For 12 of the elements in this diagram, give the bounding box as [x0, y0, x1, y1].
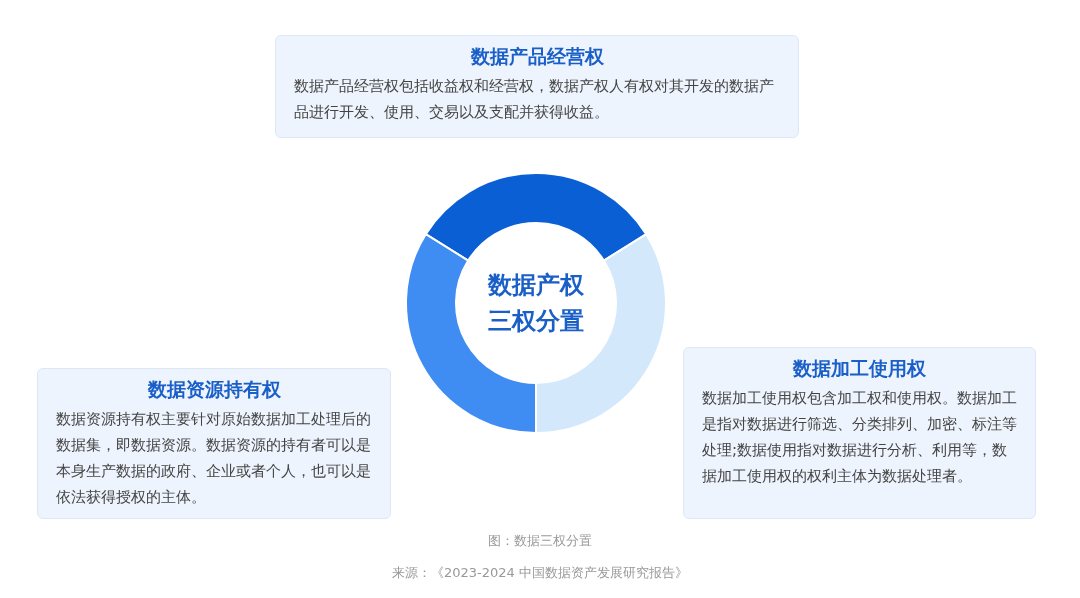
text-card	[275, 35, 799, 138]
figure-caption: 图：数据三权分置	[487, 532, 593, 550]
source-note: 来源：《2023-2024 中国数据资产发展研究报告》	[391, 564, 689, 582]
card-title: 数据加工使用权	[792, 356, 927, 381]
card-title: 数据资源持有权	[146, 377, 282, 402]
text-card	[683, 347, 1036, 519]
center-title: 数据产权三权分置	[488, 270, 584, 337]
card-body-text: 数据产品经营权包括收益权和经营权，数据产权人有权对其开发的数据产品进行开发、使用、交易以及支配并获得收益。	[294, 76, 775, 123]
text-card	[37, 368, 391, 519]
card-body-text: 数据加工使用权包含加工权和使用权。数据加工是指对数据进行筛选、分类排列、加密、标注等处理;数据使用指对数据进行分析、利用等，数据加工使用权的权利主体为数据处理者。	[702, 388, 1017, 487]
card-body-text: 数据资源持有权主要针对原始数据加工处理后的数据集，即数据资源。数据资源的持有者可以是本身生产数据的政府、企业或者个人，也可以是依法获得授权的主体。	[56, 409, 372, 508]
card-title: 数据产品经营权	[469, 44, 605, 69]
